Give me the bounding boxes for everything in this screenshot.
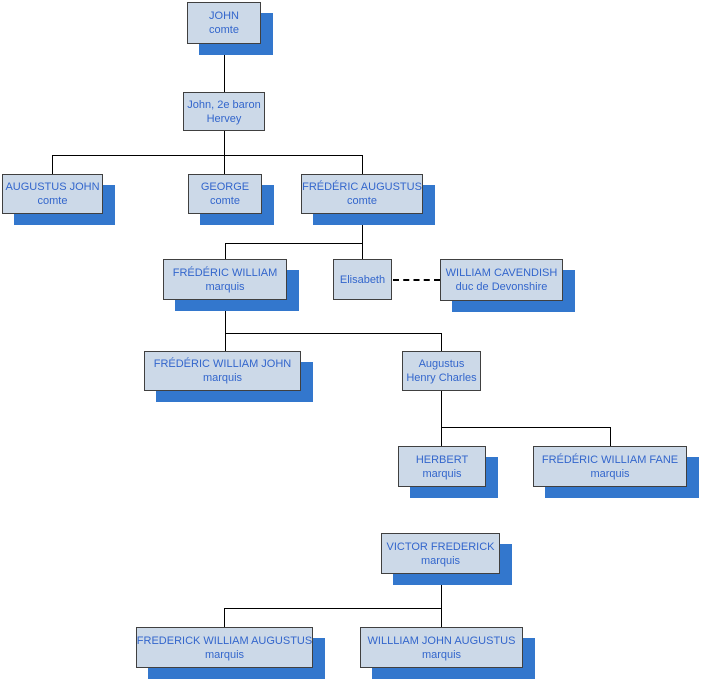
node-title: marquis [421, 648, 462, 661]
tree-node-william-cavendish: WILLIAM CAVENDISH duc de Devonshire [440, 259, 563, 301]
connector-line [441, 427, 610, 428]
node-title: marquis [205, 280, 245, 293]
node-title: marquis [420, 554, 461, 567]
tree-node-frederic-augustus: FRÉDÉRIC AUGUSTUS comte [301, 174, 423, 214]
connector-line [441, 333, 442, 351]
marriage-dashed-line [393, 279, 440, 281]
connector-line [441, 608, 442, 627]
node-title: marquis [422, 467, 462, 480]
connector-line [224, 155, 225, 174]
tree-node-frederic-william-john: FRÉDÉRIC WILLIAM JOHN marquis [144, 351, 301, 391]
connector-line [441, 427, 442, 446]
node-title: marquis [202, 372, 243, 384]
node-name: FRÉDÉRIC WILLIAM [172, 266, 278, 279]
node-title: Henry Charles [406, 372, 477, 384]
connector-line [224, 44, 225, 92]
node-title: comte [209, 24, 239, 36]
connector-line [52, 155, 362, 156]
node-name: GEORGE [200, 181, 250, 193]
connector-line [441, 574, 442, 609]
connector-line [225, 243, 362, 244]
node-title: comte [37, 195, 68, 207]
connector-line [225, 333, 226, 351]
node-title: Hervey [206, 112, 242, 125]
node-name: VICTOR FREDERICK [386, 540, 495, 553]
tree-node-elisabeth: Elisabeth [333, 259, 392, 300]
node-name: HERBERT [415, 453, 469, 466]
connector-line [362, 214, 363, 244]
connector-line [224, 608, 225, 627]
connector-line [225, 243, 226, 259]
connector-line [225, 333, 441, 334]
connector-line [441, 391, 442, 428]
connector-line [225, 300, 226, 334]
tree-node-augustus-john: AUGUSTUS JOHN comte [2, 174, 103, 214]
node-name: FRÉDÉRIC WILLIAM JOHN [153, 358, 292, 370]
connector-line [362, 243, 363, 259]
node-title: comte [347, 195, 377, 207]
node-name: Elisabeth [339, 273, 386, 286]
node-title: marquis [204, 648, 245, 661]
tree-node-john: JOHN comte [187, 2, 261, 44]
node-title: marquis [590, 467, 630, 480]
node-name: FREDERICK WILLIAM AUGUSTUS [136, 634, 313, 647]
connector-line [224, 131, 225, 156]
node-name: John, 2e baron [187, 98, 261, 111]
node-title: comte [210, 195, 240, 207]
node-title: duc de Devonshire [455, 281, 548, 293]
connector-line [362, 155, 363, 174]
connector-line [610, 427, 611, 446]
node-name: AUGUSTUS JOHN [5, 181, 100, 193]
node-name: WILLIAM CAVENDISH [445, 267, 558, 279]
connector-line [52, 155, 53, 174]
tree-node-george: GEORGE comte [188, 174, 262, 214]
node-name: JOHN [209, 10, 239, 22]
node-name: FRÉDÉRIC WILLIAM FANE [541, 453, 679, 466]
node-name: Augustus [418, 358, 465, 370]
node-name: FRÉDÉRIC AUGUSTUS [302, 181, 422, 193]
node-name: WILLLIAM JOHN AUGUSTUS [367, 634, 516, 647]
connector-line [224, 608, 441, 609]
